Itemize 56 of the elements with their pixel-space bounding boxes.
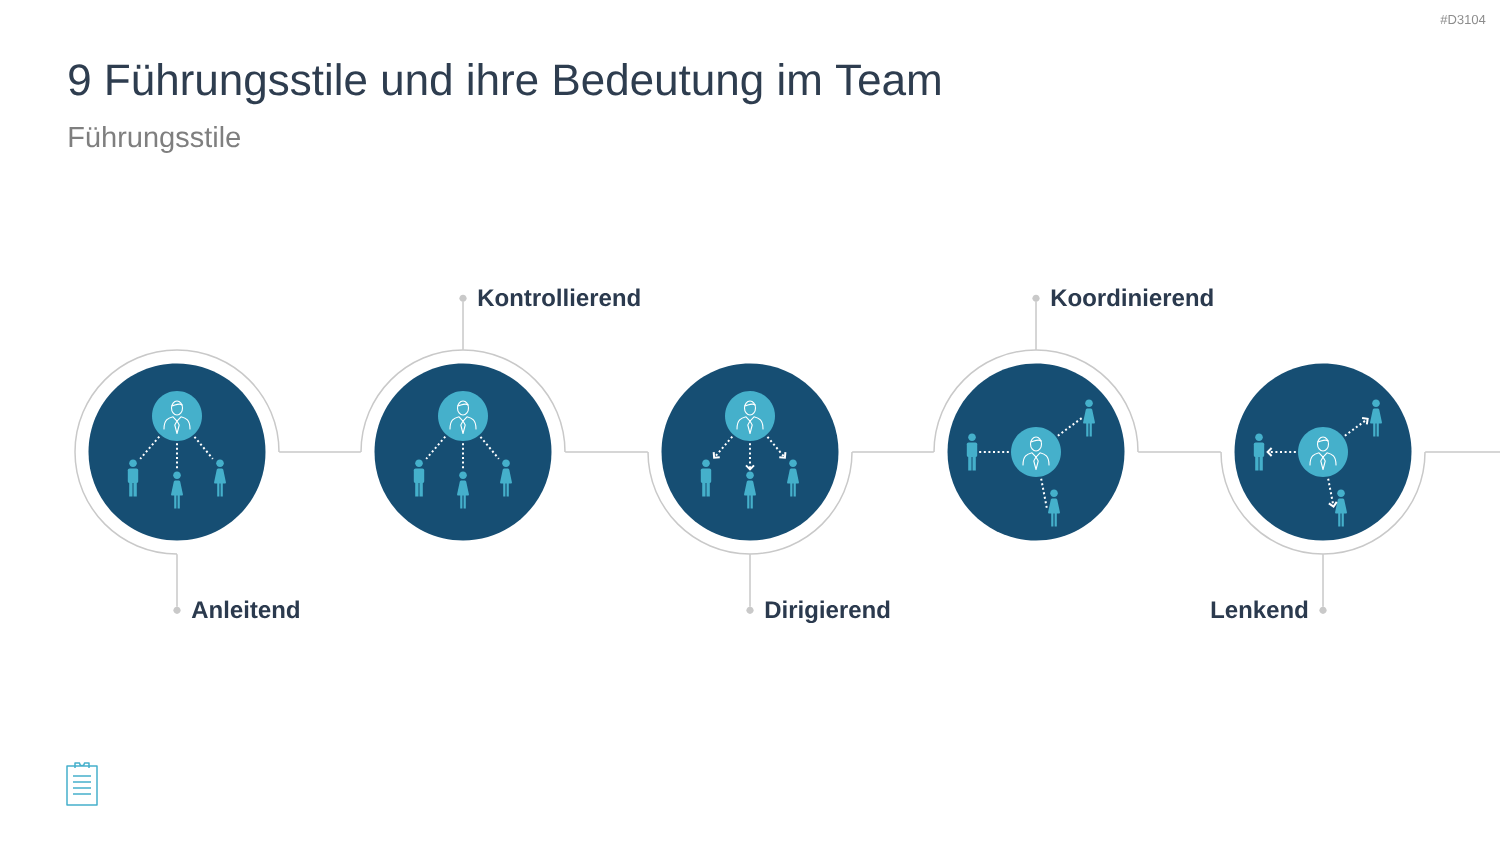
woman-icon xyxy=(1335,489,1347,527)
leader-line xyxy=(1322,553,1324,608)
dotted-arrow xyxy=(766,435,787,459)
woman-icon xyxy=(1370,399,1382,437)
circle-badge xyxy=(1220,363,1426,555)
man-icon xyxy=(966,433,978,471)
businessman-icon xyxy=(1298,427,1348,477)
circle-badge xyxy=(360,349,566,541)
connector-line xyxy=(1424,451,1500,453)
dotted-line xyxy=(1040,477,1048,509)
dotted-line xyxy=(479,435,500,460)
woman-icon xyxy=(457,471,469,509)
leader-line xyxy=(1035,301,1037,351)
woman-icon xyxy=(500,459,512,497)
dotted-line xyxy=(1056,417,1083,437)
connector-line xyxy=(278,451,362,453)
dotted-line xyxy=(193,435,214,460)
subtitle: Führungsstile xyxy=(69,126,240,154)
businessman-icon xyxy=(725,391,775,441)
dotted-arrow xyxy=(745,442,755,471)
circle-badge xyxy=(647,363,853,555)
woman-icon xyxy=(171,471,183,509)
dotted-arrow xyxy=(1327,477,1338,508)
connector-line xyxy=(1137,451,1222,453)
dotted-line xyxy=(425,435,447,460)
connector-line xyxy=(851,451,935,453)
title: 9 Führungsstile und ihre Bedeutung im Team xyxy=(69,63,940,105)
dotted-line xyxy=(978,451,1010,453)
reference-code: #D3104 xyxy=(1440,14,1486,25)
man-icon xyxy=(127,459,139,497)
leader-line xyxy=(462,301,464,351)
businessman-icon xyxy=(438,391,488,441)
man-icon xyxy=(700,459,712,497)
leader-line xyxy=(176,553,178,608)
businessman-icon xyxy=(152,391,202,441)
man-icon xyxy=(413,459,425,497)
woman-icon xyxy=(744,471,756,509)
businessman-icon xyxy=(1011,427,1061,477)
dotted-line xyxy=(139,435,161,460)
circle-badge xyxy=(933,349,1139,541)
woman-icon xyxy=(1048,489,1060,527)
circle-badge xyxy=(74,349,280,555)
connector-line xyxy=(564,451,649,453)
callout-label: Lenkend xyxy=(1211,600,1308,619)
callout-label: Anleitend xyxy=(191,600,299,619)
dotted-arrow xyxy=(1266,447,1297,457)
woman-icon xyxy=(1083,399,1095,437)
callout-label: Dirigierend xyxy=(765,600,890,624)
callout-label: Kontrollierend xyxy=(478,288,640,307)
woman-icon xyxy=(787,459,799,497)
man-icon xyxy=(1253,433,1265,471)
dotted-arrow xyxy=(712,435,734,459)
woman-icon xyxy=(214,459,226,497)
callout-label: Koordinierend xyxy=(1051,288,1213,307)
dotted-arrow xyxy=(1343,417,1369,437)
leader-line xyxy=(749,553,751,608)
